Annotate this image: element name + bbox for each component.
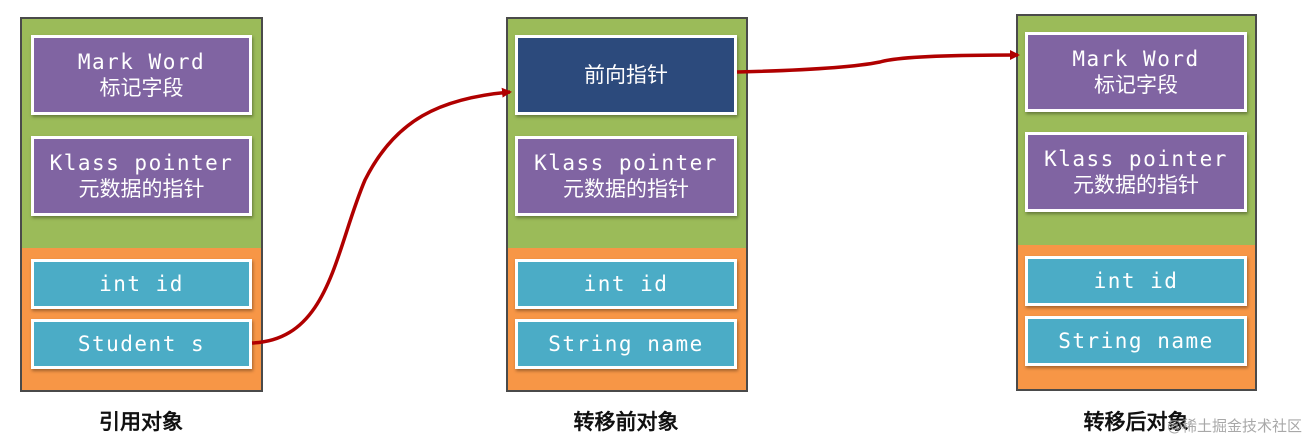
cell-label-zh: 元数据的指针: [563, 177, 689, 201]
field-label: String name: [548, 331, 704, 356]
cell-label-zh: 元数据的指针: [78, 177, 205, 201]
field-label: int id: [99, 271, 184, 296]
cell-label-zh: 标记字段: [99, 76, 184, 100]
field-label: int id: [1093, 268, 1179, 293]
forwarding-arrow: [736, 50, 1020, 74]
cell-label-zh: 前向指针: [584, 62, 668, 87]
field-label: String name: [1058, 328, 1214, 353]
field-label: int id: [583, 271, 669, 296]
watermark: @稀土掘金技术社区: [1166, 417, 1302, 435]
field-cell-student: Student s: [31, 319, 252, 369]
cell-label-en: Mark Word: [77, 49, 206, 74]
field-cell: int id: [1025, 256, 1247, 306]
klass-pointer-cell: Klass pointer 元数据的指针: [1025, 132, 1247, 212]
klass-pointer-cell: Klass pointer 元数据的指针: [515, 136, 737, 216]
object-caption: 引用对象: [99, 410, 183, 434]
field-cell: int id: [31, 259, 252, 309]
cell-label-zh: 标记字段: [1094, 73, 1178, 97]
klass-pointer-cell: Klass pointer 元数据的指针: [31, 136, 252, 216]
reference-arrow: [251, 87, 512, 345]
cell-label-en: Klass pointer: [534, 150, 718, 175]
mark-word-cell: Mark Word 标记字段: [1025, 32, 1247, 112]
object-caption: 转移后对象: [1083, 410, 1189, 434]
mark-word-cell: Mark Word 标记字段: [31, 35, 252, 115]
field-cell: String name: [515, 319, 737, 369]
cell-label-zh: 元数据的指针: [1073, 173, 1199, 197]
cell-label-en: Klass pointer: [1044, 146, 1228, 171]
cell-label-en: Mark Word: [1072, 46, 1200, 71]
forwarding-pointer-cell: 前向指针: [515, 35, 737, 115]
field-cell: String name: [1025, 316, 1247, 366]
object-caption: 转移前对象: [573, 410, 679, 434]
cell-label-en: Klass pointer: [49, 150, 234, 175]
field-cell: int id: [515, 259, 737, 309]
field-label: Student s: [77, 331, 206, 356]
